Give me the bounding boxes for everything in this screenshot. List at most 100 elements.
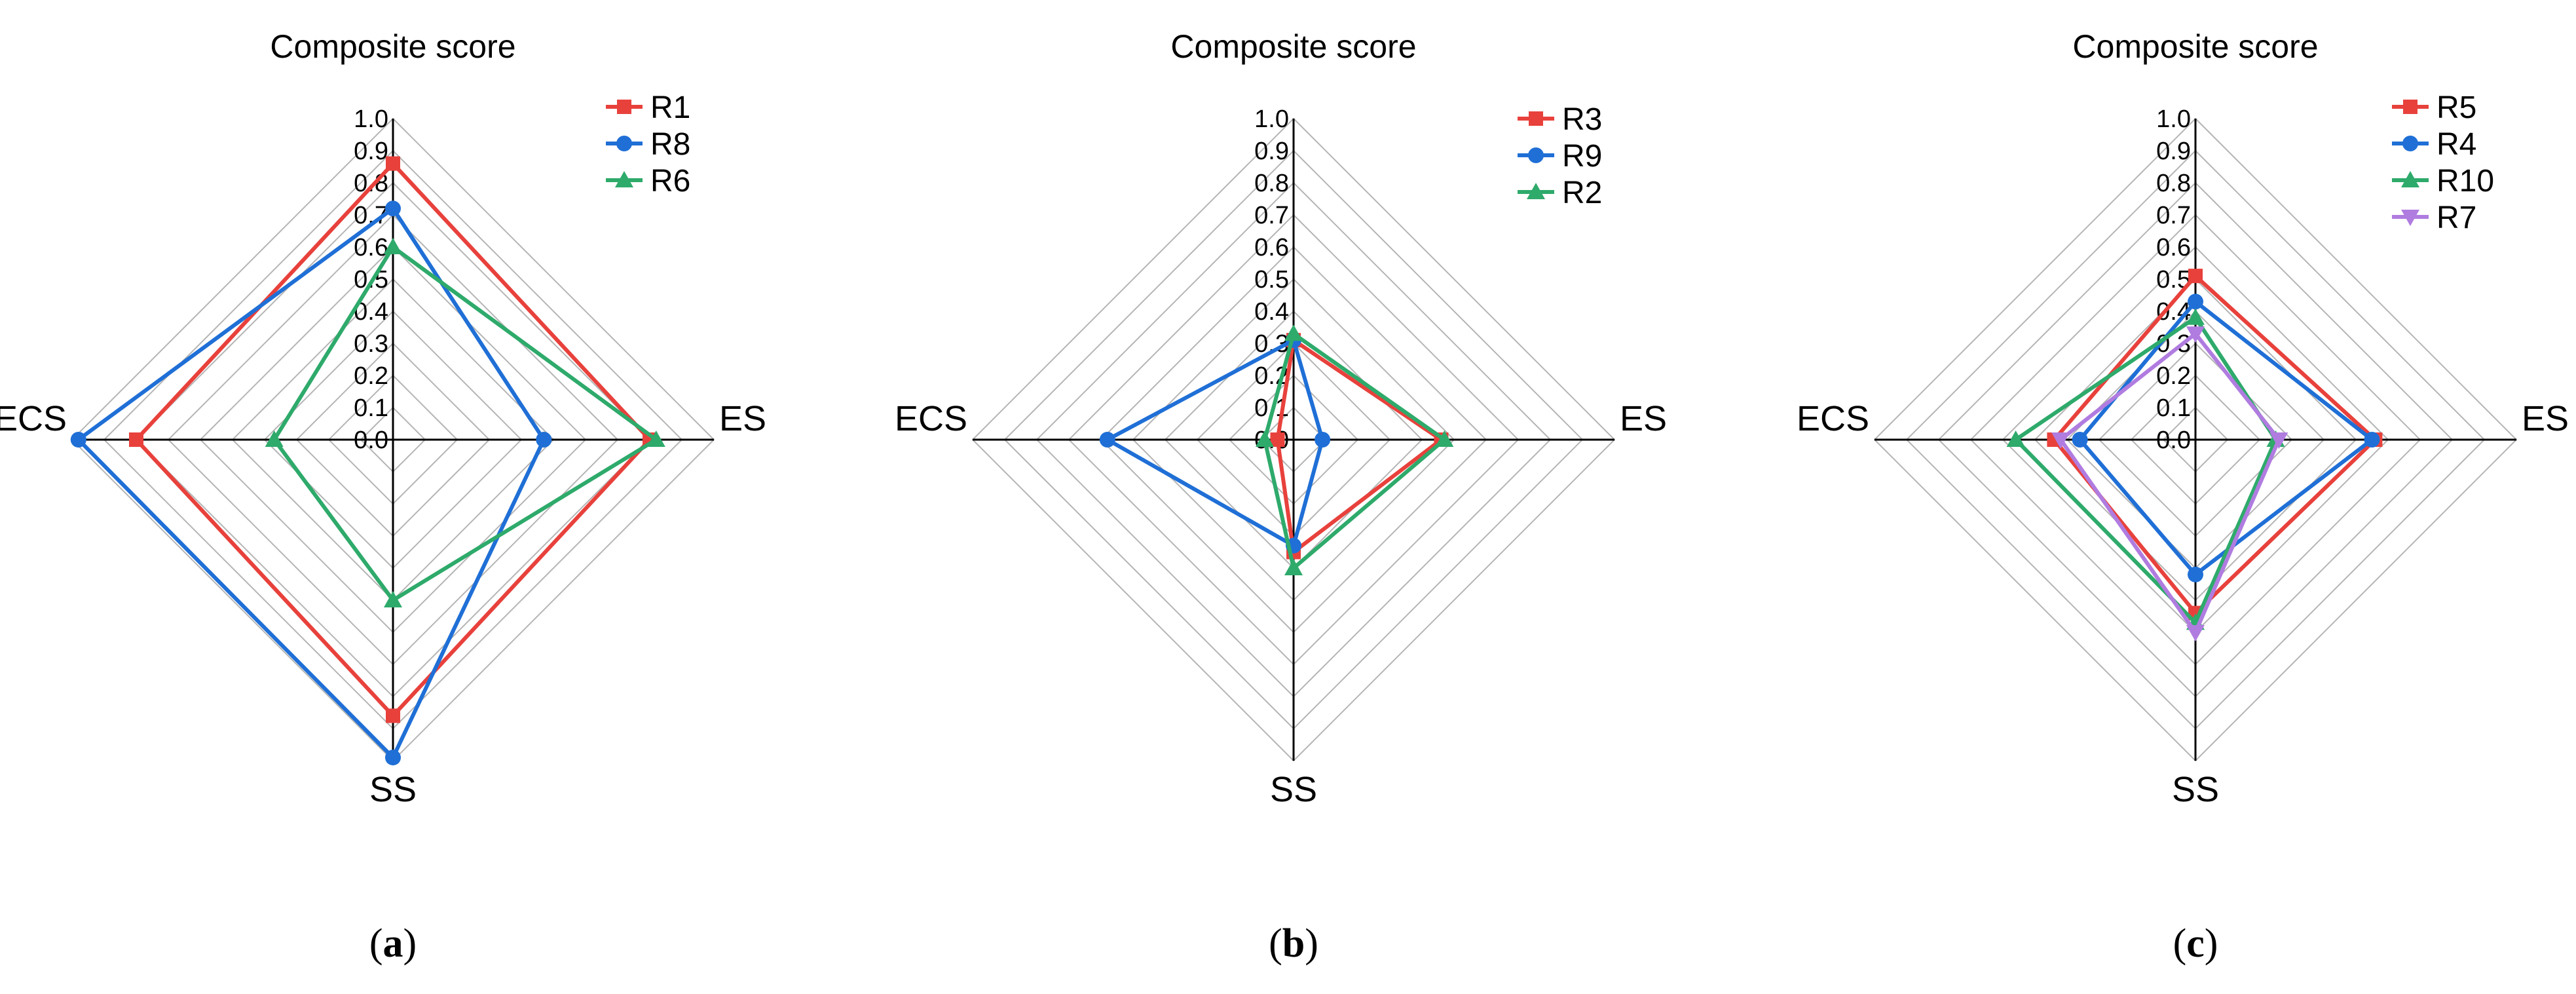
legend-label-R4: R4 (2436, 127, 2476, 162)
tick-label: 0.0 (354, 427, 388, 454)
caption-open: ( (1269, 921, 1282, 966)
legend-marker-R8 (616, 136, 632, 151)
tick-label: 1.0 (1254, 105, 1289, 133)
legend-label-R1: R1 (650, 90, 690, 125)
data-point-R8 (536, 432, 552, 448)
legend-marker-R10 (2401, 171, 2419, 187)
legend-label-R2: R2 (1562, 176, 1602, 210)
data-point-R2 (1284, 559, 1303, 575)
data-point-R6 (265, 430, 284, 447)
legend-marker-R4 (2402, 136, 2418, 151)
tick-label: 0.7 (1254, 202, 1289, 229)
axis-label-ecs: ECS (895, 399, 967, 438)
legend-marker-R6 (615, 171, 633, 187)
caption-open: ( (2173, 921, 2187, 966)
data-point-R7 (2186, 625, 2205, 641)
axis-label-ss: SS (2172, 770, 2219, 809)
axis-label-ecs: ECS (0, 399, 67, 438)
legend-label-R8: R8 (650, 127, 690, 162)
data-point-R4 (2072, 432, 2088, 448)
legend-marker-R2 (1527, 183, 1545, 199)
axis-label-ss: SS (369, 770, 417, 809)
data-point-R4 (2188, 294, 2203, 310)
caption-letter: c (2186, 921, 2205, 966)
tick-label: 0.9 (2156, 138, 2191, 165)
legend-marker-R7 (2401, 210, 2419, 226)
legend-marker-R9 (1528, 147, 1544, 163)
data-point-R8 (70, 432, 86, 448)
data-point-R2 (1435, 430, 1454, 447)
tick-label: 0.8 (1254, 170, 1289, 197)
data-point-R4 (2364, 432, 2380, 448)
legend-marker-R5 (2403, 100, 2417, 114)
data-point-R8 (385, 750, 401, 766)
caption-close: ) (403, 921, 417, 966)
data-point-R8 (385, 201, 401, 217)
legend-label-R3: R3 (1562, 102, 1602, 137)
tick-label: 0.6 (354, 234, 388, 261)
legend-marker-R1 (617, 100, 631, 114)
data-point-R3 (1270, 432, 1285, 447)
data-point-R10 (2186, 308, 2205, 325)
tick-label: 0.3 (354, 330, 388, 358)
panel-caption: (a) (369, 921, 417, 966)
data-point-R6 (384, 591, 402, 607)
data-point-R5 (2188, 269, 2203, 284)
legend-label-R5: R5 (2436, 90, 2476, 125)
axis-label-ecs: ECS (1797, 399, 1869, 438)
tick-label: 0.7 (2156, 202, 2191, 229)
caption-open: ( (369, 921, 383, 966)
legend-label-R7: R7 (2436, 201, 2476, 235)
tick-label: 0.0 (2156, 427, 2191, 454)
tick-label: 0.6 (2156, 234, 2191, 261)
data-point-R6 (384, 238, 402, 254)
series-line-R6 (272, 244, 660, 603)
data-point-R4 (2188, 566, 2203, 583)
tick-label: 1.0 (354, 105, 388, 133)
legend-marker-R3 (1529, 111, 1543, 126)
data-point-R9 (1099, 432, 1115, 448)
series-line-R5 (2051, 273, 2378, 617)
caption-letter: b (1282, 921, 1305, 966)
panel-title: Composite score (1170, 28, 1416, 65)
data-point-R7 (2269, 432, 2288, 449)
legend-label-R10: R10 (2436, 164, 2494, 199)
tick-label: 0.2 (354, 362, 388, 390)
radar-panel-c: 0.00.10.20.30.40.50.60.70.80.91.0Composi… (1797, 28, 2569, 966)
panel-caption: (c) (2173, 921, 2218, 966)
data-point-R9 (1315, 432, 1331, 448)
tick-label: 0.9 (1254, 138, 1289, 165)
axis-label-es: ES (719, 399, 766, 438)
tick-label: 0.1 (2156, 394, 2191, 422)
tick-label: 1.0 (2156, 105, 2191, 133)
data-point-R1 (386, 708, 400, 723)
axis-label-es: ES (1620, 399, 1667, 438)
radar-panel-b: 0.00.10.20.30.40.50.60.70.80.91.0Composi… (895, 28, 1667, 966)
legend-label-R9: R9 (1562, 139, 1602, 174)
panel-title: Composite score (270, 28, 515, 65)
data-point-R6 (646, 430, 665, 447)
caption-close: ) (1305, 921, 1318, 966)
axis-label-es: ES (2522, 399, 2569, 438)
caption-letter: a (383, 921, 403, 966)
data-point-R1 (386, 156, 400, 171)
tick-label: 0.6 (1254, 234, 1289, 261)
data-point-R10 (2006, 430, 2025, 447)
data-point-R2 (1284, 324, 1303, 341)
tick-label: 0.9 (354, 138, 388, 165)
panel-title: Composite score (2072, 28, 2318, 65)
tick-label: 0.2 (2156, 362, 2191, 390)
legend-label-R6: R6 (650, 164, 690, 199)
data-point-R7 (2186, 326, 2205, 343)
data-point-R2 (1255, 430, 1274, 447)
tick-label: 0.1 (354, 394, 388, 422)
radar-panel-a: 0.00.10.20.30.40.50.60.70.80.91.0Composi… (0, 28, 766, 966)
panel-caption: (b) (1269, 921, 1318, 966)
data-point-R7 (2051, 432, 2070, 449)
caption-close: ) (2205, 921, 2218, 966)
axis-label-ss: SS (1270, 770, 1317, 809)
